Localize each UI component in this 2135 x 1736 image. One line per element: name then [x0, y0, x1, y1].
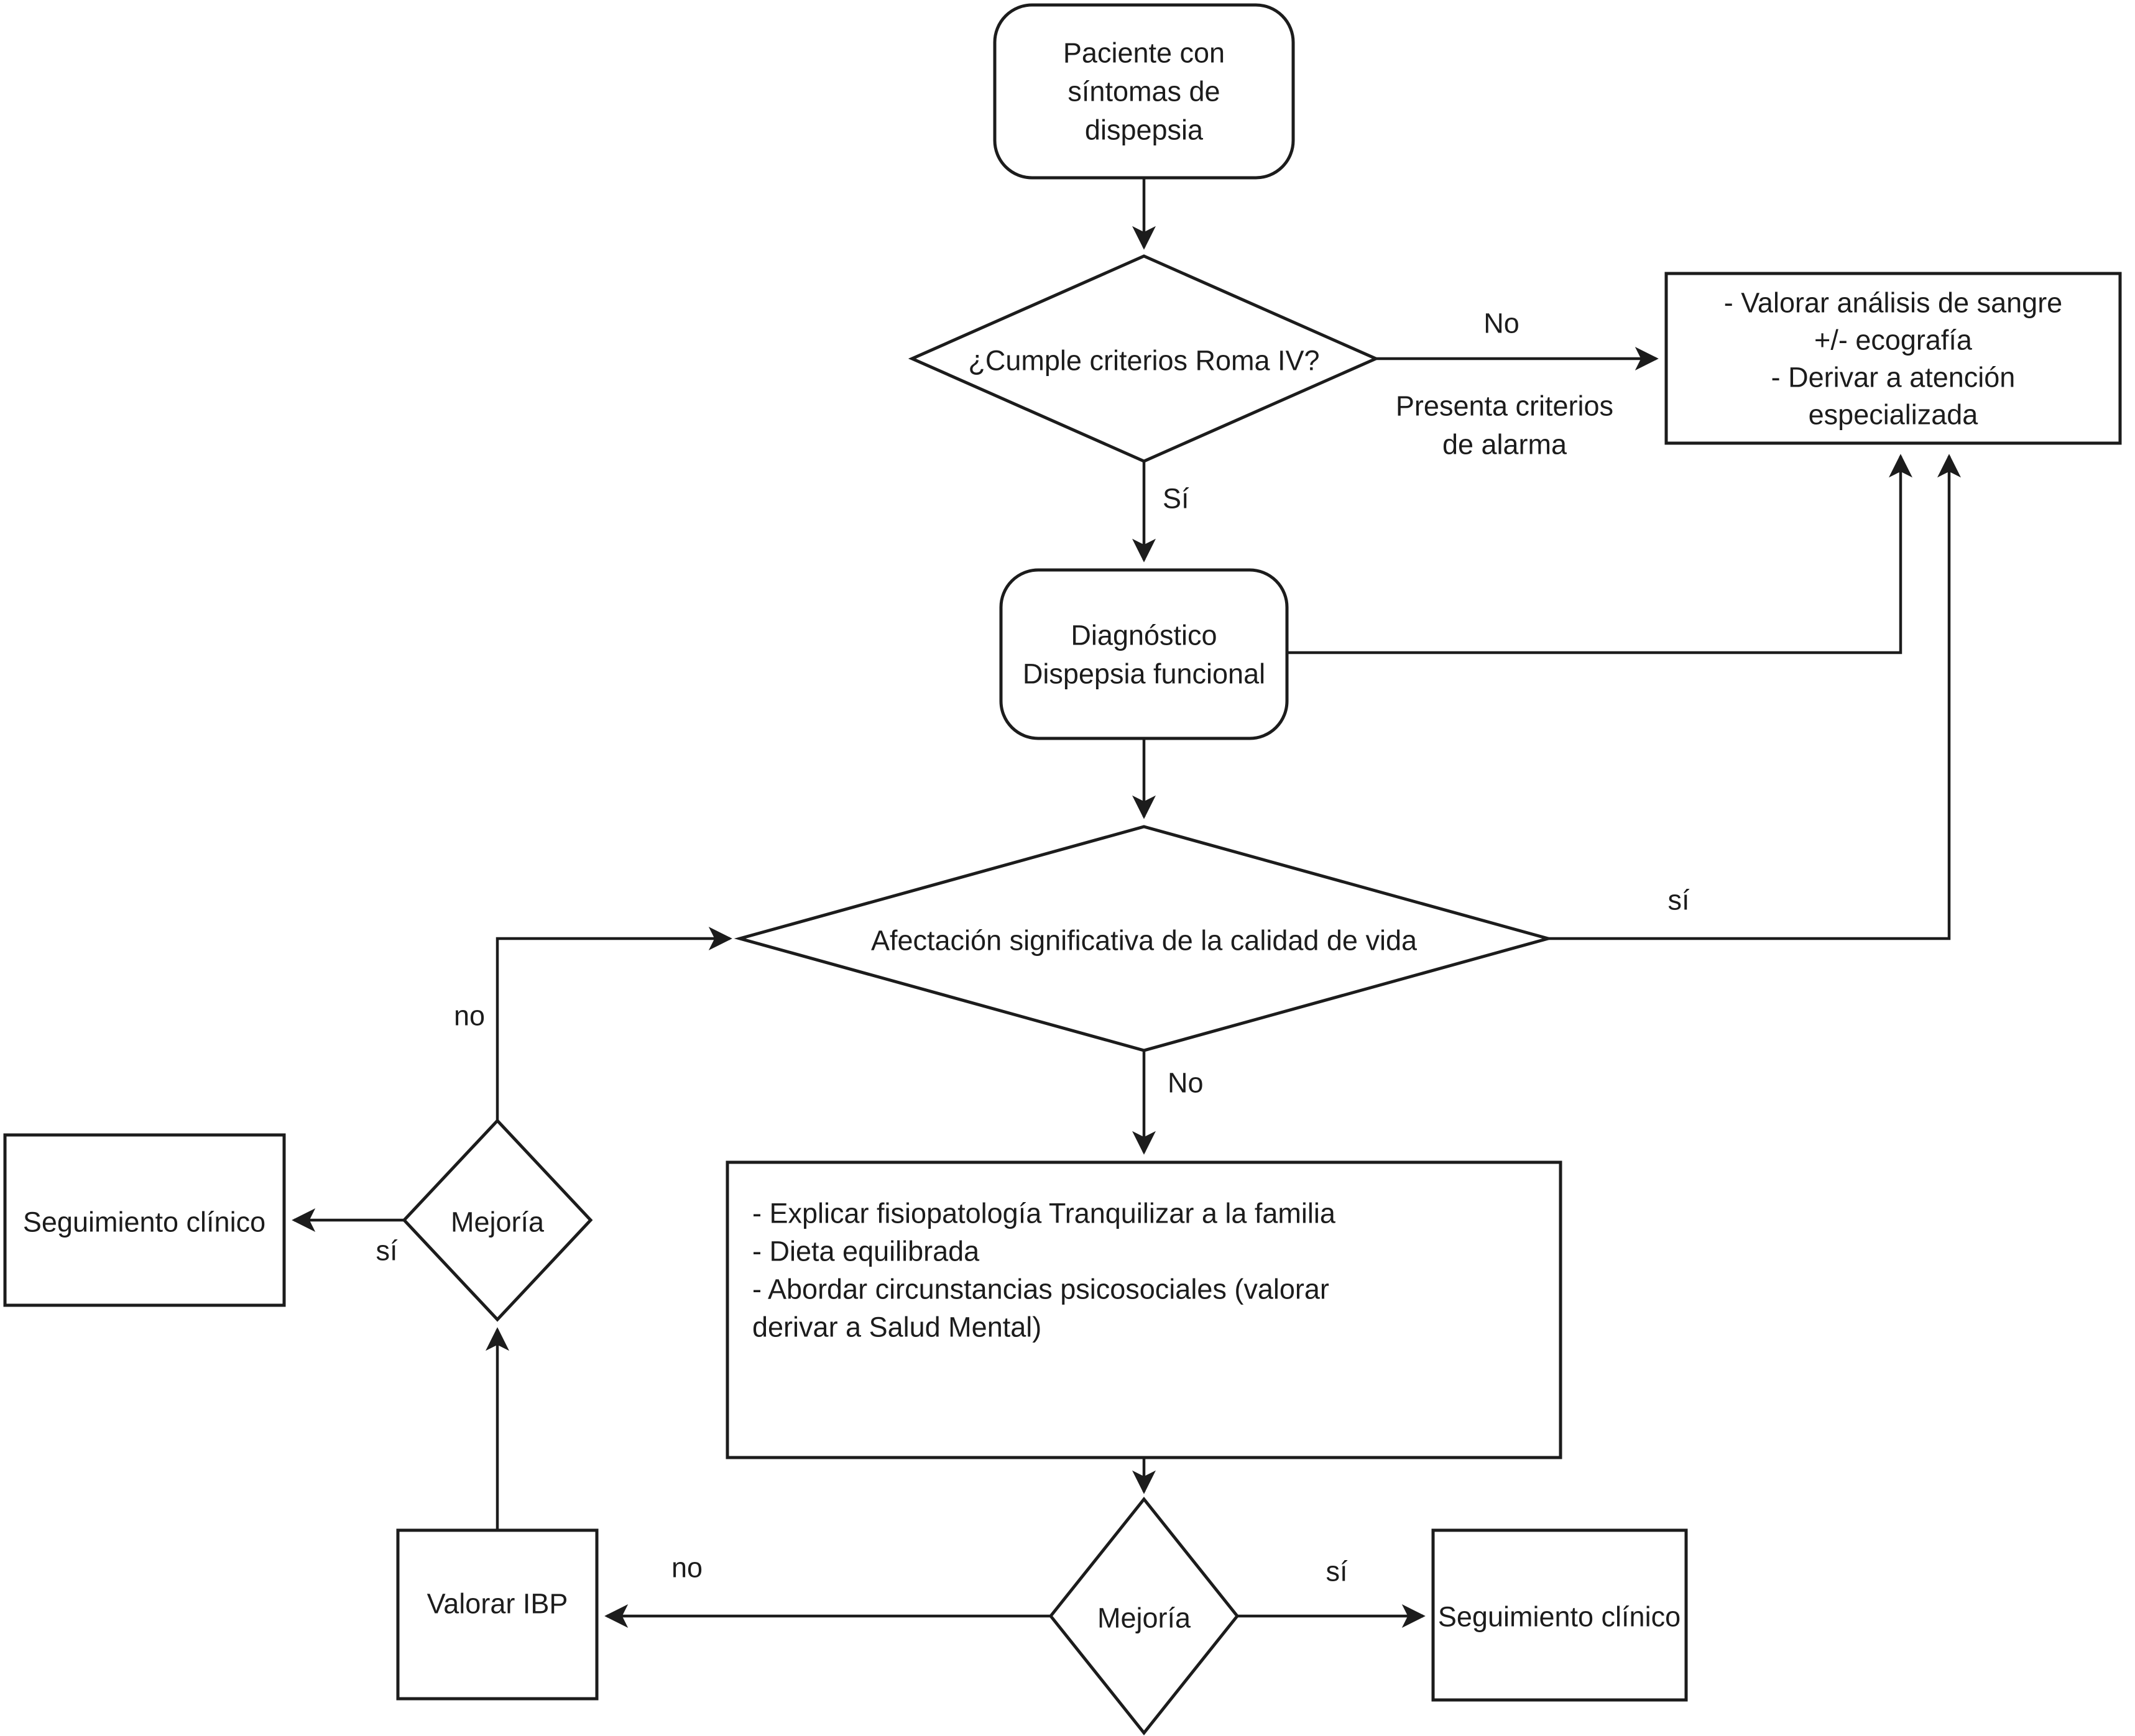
alarma-line-4: especializada [1809, 399, 1979, 431]
calidad-decision [734, 825, 1554, 1052]
mejoria-inferior-label: Mejoría [1097, 1602, 1191, 1634]
paciente-node [993, 3, 1295, 180]
paciente-line-2: síntomas de [1068, 76, 1220, 108]
seguimiento-derecha-node [1431, 1528, 1688, 1702]
roma-decision [908, 254, 1380, 463]
seguimiento-izquierda-node [3, 1133, 286, 1307]
tratamiento-line-2: - Dieta equilibrada [752, 1236, 980, 1267]
diagnostico-line-2: Dispepsia funcional [1023, 658, 1265, 690]
edge-label-roma-no-detalle-1: Presenta criterios [1396, 390, 1613, 422]
diagnostico-line-1: Diagnóstico [1071, 620, 1217, 651]
edge-label-roma-no-detalle-2: de alarma [1442, 429, 1567, 461]
mejoria-izquierda-label: Mejoría [451, 1206, 545, 1238]
mejoria-izquierda-decision [402, 1118, 593, 1322]
alarma-line-3: - Derivar a atención [1771, 362, 2016, 393]
seguimiento-derecha-label: Seguimiento clínico [1438, 1601, 1681, 1633]
calidad-label: Afectación significativa de la calidad d… [871, 925, 1418, 957]
valorar-ibp-node [396, 1528, 599, 1701]
edge-diagnostico-to-alarma [1287, 454, 1912, 654]
tratamiento-line-4: derivar a Salud Mental) [752, 1311, 1041, 1343]
edge-label-mejoria-izq-si: sí [376, 1235, 398, 1267]
roma-label: ¿Cumple criterios Roma IV? [968, 345, 1319, 377]
alarma-actions-node [1664, 272, 2122, 445]
paciente-line-3: dispepsia [1085, 114, 1204, 146]
tratamiento-node [726, 1160, 1562, 1459]
edge-label-calidad-si: sí [1667, 884, 1690, 916]
tratamiento-line-1: - Explicar fisiopatología Tranquilizar a… [752, 1198, 1336, 1229]
seguimiento-izquierda-label: Seguimiento clínico [23, 1206, 265, 1238]
edge-label-mejoria-inf-si: sí [1326, 1556, 1348, 1587]
tratamiento-line-3: - Abordar circunstancias psicosociales (… [752, 1274, 1329, 1305]
valorar-ibp-label: Valorar IBP [427, 1588, 568, 1620]
alarma-line-1: - Valorar análisis de sangre [1724, 287, 2062, 319]
edge-label-roma-no: No [1483, 308, 1519, 339]
alarma-line-2: +/- ecografía [1814, 324, 1973, 356]
edge-label-mejoria-izq-no: no [454, 1000, 485, 1032]
edge-mejoria-izquierda-no-to-calidad [496, 927, 732, 1121]
edge-calidad-si-to-alarma [1548, 454, 1961, 940]
edge-label-roma-si: Sí [1163, 483, 1189, 515]
paciente-line-1: Paciente con [1063, 37, 1225, 69]
edge-label-calidad-no: No [1168, 1067, 1204, 1099]
edge-label-mejoria-inf-no: no [671, 1552, 703, 1584]
mejoria-inferior-decision [1048, 1496, 1240, 1736]
diagnostico-node [999, 568, 1289, 740]
